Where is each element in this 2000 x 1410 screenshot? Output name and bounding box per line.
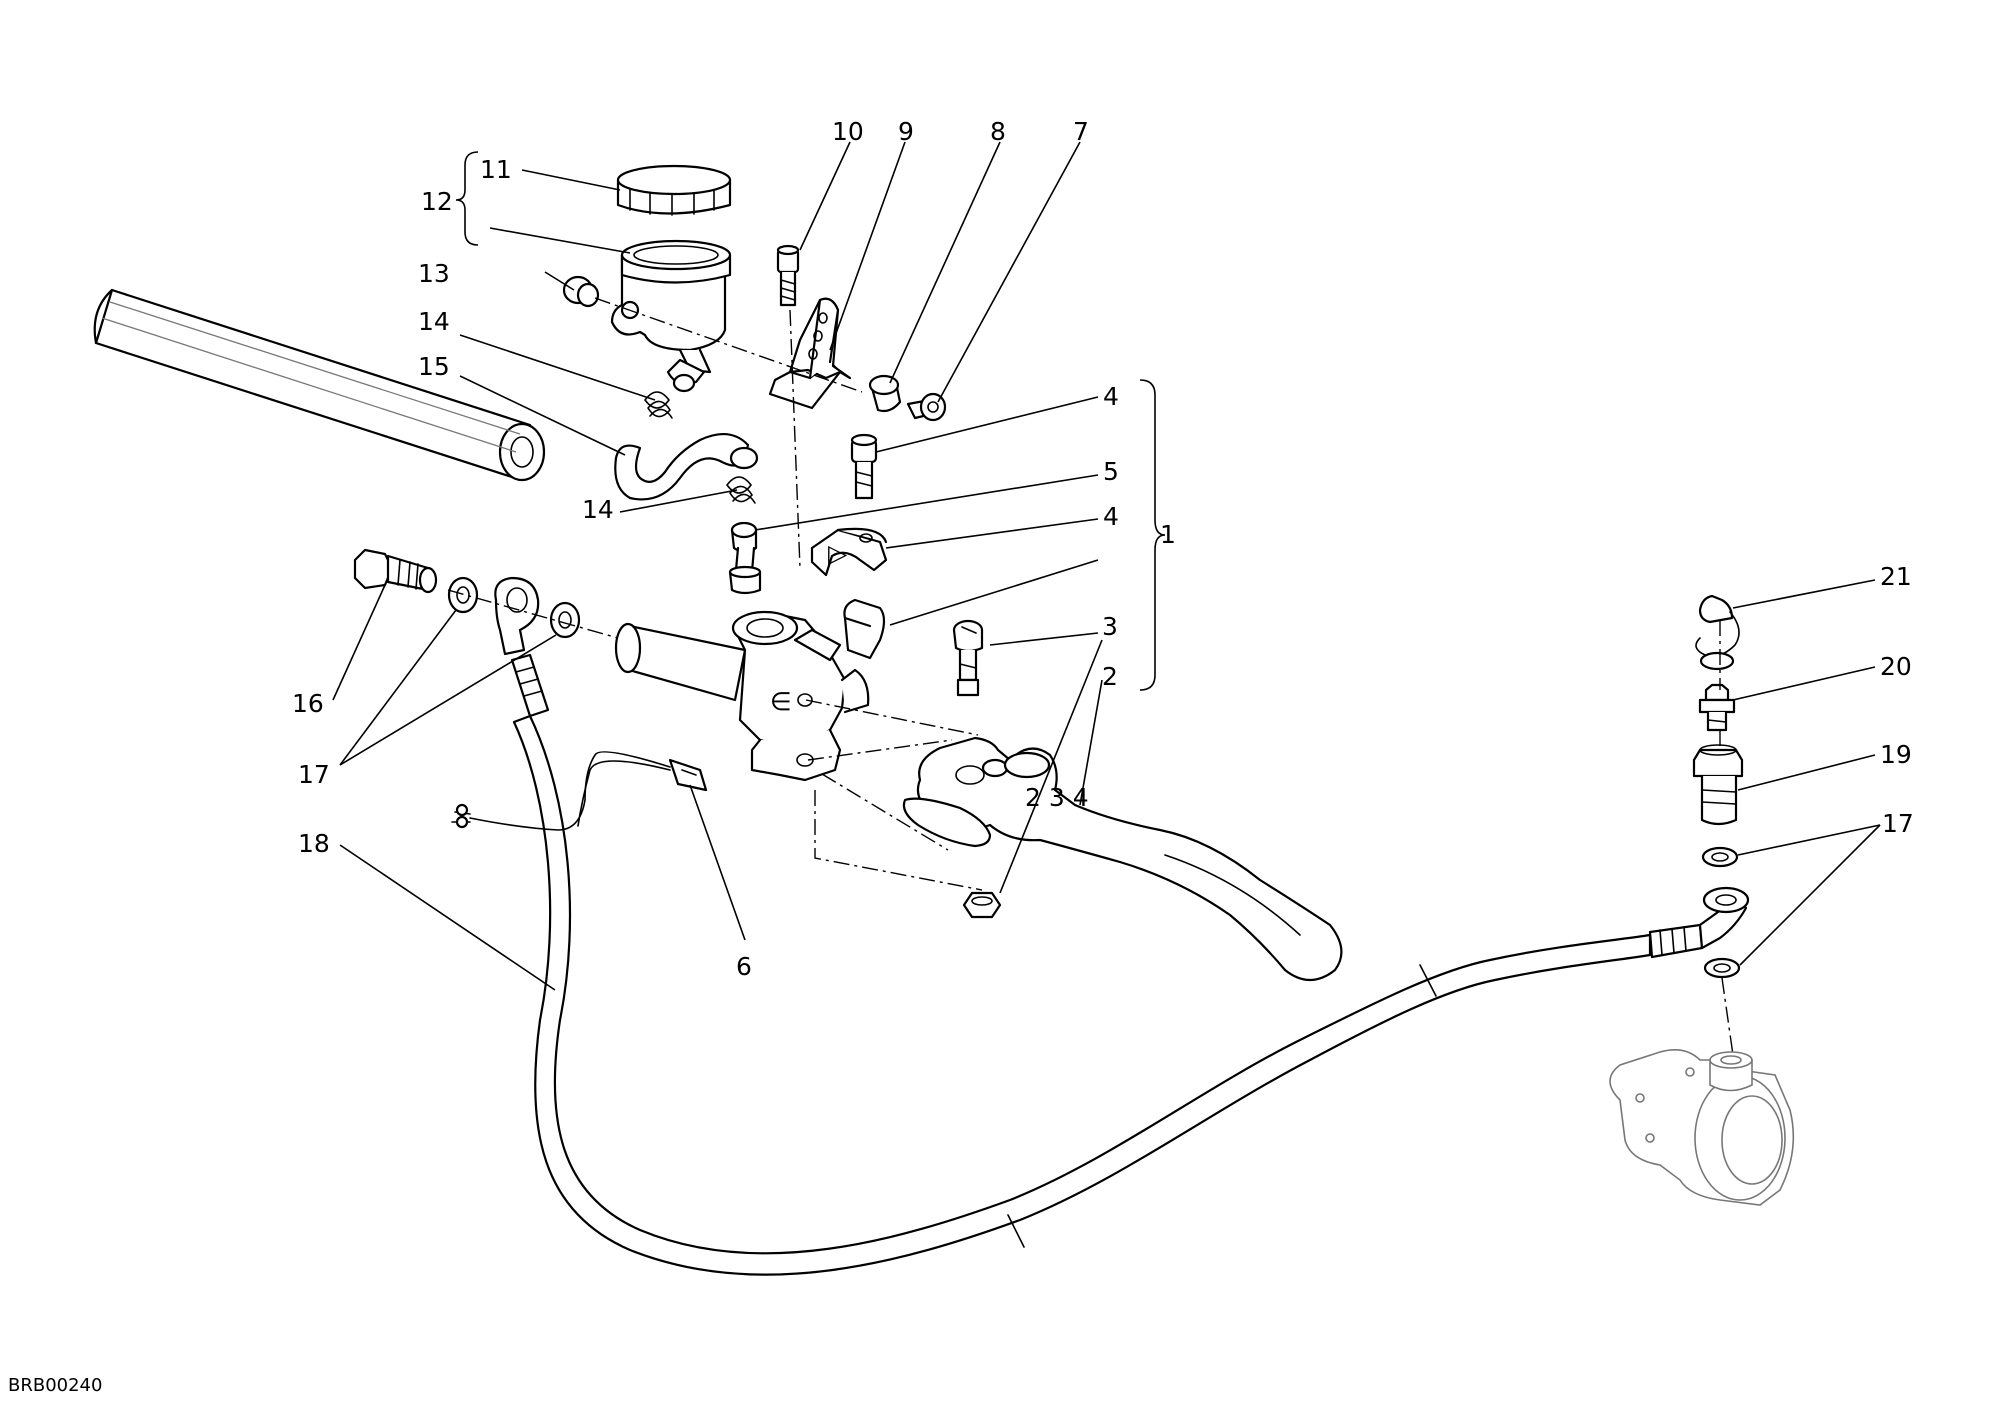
- hose-clamp-lower: [725, 476, 756, 504]
- clamp-screw-upper: [850, 433, 878, 500]
- callout-14-lower: 14: [582, 495, 614, 524]
- leader-lines: [332, 141, 1881, 991]
- callout-13: 13: [418, 259, 450, 288]
- sealing-washer-left-1: [447, 576, 479, 614]
- banjo-bolt-right: [1692, 744, 1744, 826]
- handlebar-clamp: ▷: [810, 527, 888, 577]
- clutch-lever: 2 3 4: [902, 736, 1343, 982]
- drawing-code: BRB00240: [8, 1375, 103, 1396]
- banjo-fitting-right: [1702, 886, 1750, 914]
- callout-14-upper: 14: [418, 307, 450, 336]
- grommet: [562, 275, 600, 308]
- callout-17-left: 17: [298, 760, 330, 789]
- reservoir-body: [610, 239, 732, 393]
- group-bracket-1: [1139, 379, 1166, 691]
- callout-21: 21: [1880, 562, 1912, 591]
- callout-4-upper: 4: [1103, 382, 1119, 411]
- callout-labels: 1 2 3 4 4 5 6 7 8 9 10 11 12 13 14 14 15…: [292, 117, 1914, 981]
- reservoir-hose: [614, 433, 759, 501]
- group-bracket-12: [455, 151, 479, 246]
- slave-cylinder: [1609, 1049, 1795, 1206]
- callout-17-right: 17: [1882, 809, 1914, 838]
- pivot-nut: [962, 891, 1002, 919]
- sealing-washer-right-1: [1701, 846, 1739, 868]
- bleeder-cap: [1695, 594, 1740, 671]
- banjo-bolt: [353, 548, 438, 594]
- callout-2: 2: [1102, 662, 1118, 691]
- callout-18: 18: [298, 829, 330, 858]
- svg-text:▷: ▷: [828, 539, 848, 568]
- svg-text:2 3 4: 2 3 4: [1025, 783, 1089, 812]
- callout-6: 6: [736, 952, 752, 981]
- callout-16: 16: [292, 689, 324, 718]
- master-cylinder: ∈: [614, 598, 886, 782]
- spacer: [868, 374, 902, 413]
- callout-20: 20: [1880, 652, 1912, 681]
- callout-10: 10: [832, 117, 864, 146]
- bracket-screw: [776, 244, 800, 307]
- callout-15: 15: [418, 352, 450, 381]
- clutch-switch-wire: [451, 751, 708, 831]
- callout-5: 5: [1103, 457, 1119, 486]
- callout-3: 3: [1102, 612, 1118, 641]
- callout-7: 7: [1073, 117, 1089, 146]
- clutch-hose: [494, 576, 1748, 1276]
- svg-text:∈: ∈: [770, 687, 792, 716]
- assembly-lines: [447, 297, 1734, 1056]
- callout-1: 1: [1160, 520, 1176, 549]
- hose-clamp-upper: [643, 391, 673, 419]
- callout-19: 19: [1880, 740, 1912, 769]
- callout-12: 12: [421, 187, 453, 216]
- sealing-washer-left-2: [549, 601, 581, 639]
- bleeder-valve: [1698, 683, 1736, 732]
- callout-11: 11: [480, 155, 512, 184]
- handlebar-tube: [93, 288, 546, 482]
- reservoir-bracket: [768, 297, 852, 410]
- hose-fitting: [728, 521, 762, 595]
- reservoir-cap: [616, 164, 732, 216]
- sealing-washer-right-2: [1703, 957, 1741, 979]
- callout-8: 8: [990, 117, 1006, 146]
- lever-pivot-pin: [952, 619, 984, 697]
- callout-9: 9: [898, 117, 914, 146]
- callout-4-lower: 4: [1103, 502, 1119, 531]
